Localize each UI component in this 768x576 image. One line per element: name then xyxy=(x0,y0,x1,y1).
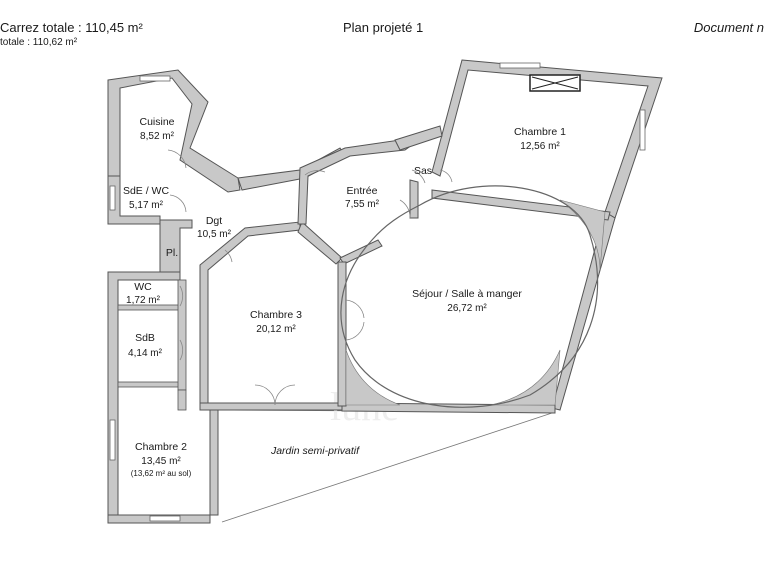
radiator-icon xyxy=(529,74,581,92)
room-sde-wc-area: 5,17 m² xyxy=(129,200,164,211)
total-surface-label: totale : 110,62 m² xyxy=(0,37,78,48)
room-entree-name: Entrée xyxy=(347,185,378,197)
room-dgt-area: 10,5 m² xyxy=(197,229,232,240)
document-label: Document n xyxy=(693,20,764,35)
room-chambre2: Chambre 2 13,45 m² (13,62 m² au sol) xyxy=(131,441,192,478)
room-chambre1: Chambre 1 12,56 m² xyxy=(514,126,566,152)
room-wc: WC 1,72 m² xyxy=(126,281,161,306)
plan-title: Plan projeté 1 xyxy=(343,20,424,35)
room-chambre2-name: Chambre 2 xyxy=(135,441,187,453)
windows xyxy=(109,62,646,522)
room-entree: Entrée 7,55 m² xyxy=(345,185,380,210)
room-sde-wc: SdE / WC 5,17 m² xyxy=(123,185,170,211)
total-carrez-label: Carrez totale : 110,45 m² xyxy=(0,20,143,35)
sejour-curved-wall xyxy=(340,185,599,408)
room-chambre1-area: 12,56 m² xyxy=(520,141,560,152)
room-chambre3-area: 20,12 m² xyxy=(256,324,296,335)
room-chambre2-note: (13,62 m² au sol) xyxy=(131,469,192,478)
room-chambre3: Chambre 3 20,12 m² xyxy=(250,309,302,335)
room-dgt-name: Dgt xyxy=(206,215,222,227)
room-entree-area: 7,55 m² xyxy=(345,199,380,210)
door-swings xyxy=(167,149,453,406)
room-sejour-area: 26,72 m² xyxy=(447,303,487,314)
room-cuisine-area: 8,52 m² xyxy=(140,131,175,142)
room-cuisine-name: Cuisine xyxy=(139,116,174,128)
room-dgt: Dgt 10,5 m² xyxy=(197,215,232,240)
room-sdb-name: SdB xyxy=(135,332,155,344)
right-wing-walls xyxy=(337,59,663,414)
room-sdb-area: 4,14 m² xyxy=(128,348,163,359)
room-sde-wc-name: SdE / WC xyxy=(123,185,170,197)
room-chambre2-area: 13,45 m² xyxy=(141,456,181,467)
garden-label: Jardin semi-privatif xyxy=(270,445,360,457)
room-pl: Pl. xyxy=(166,247,178,259)
room-chambre1-name: Chambre 1 xyxy=(514,126,566,138)
room-pl-name: Pl. xyxy=(166,247,178,259)
room-cuisine: Cuisine 8,52 m² xyxy=(139,116,174,142)
room-sas: Sas xyxy=(414,165,432,177)
room-sejour: Séjour / Salle à manger 26,72 m² xyxy=(412,288,522,314)
room-sdb: SdB 4,14 m² xyxy=(128,332,163,359)
room-chambre3-name: Chambre 3 xyxy=(250,309,302,321)
room-sas-name: Sas xyxy=(414,165,432,177)
room-sejour-name: Séjour / Salle à manger xyxy=(412,288,522,300)
room-wc-name: WC xyxy=(134,281,152,293)
room-wc-area: 1,72 m² xyxy=(126,295,161,306)
